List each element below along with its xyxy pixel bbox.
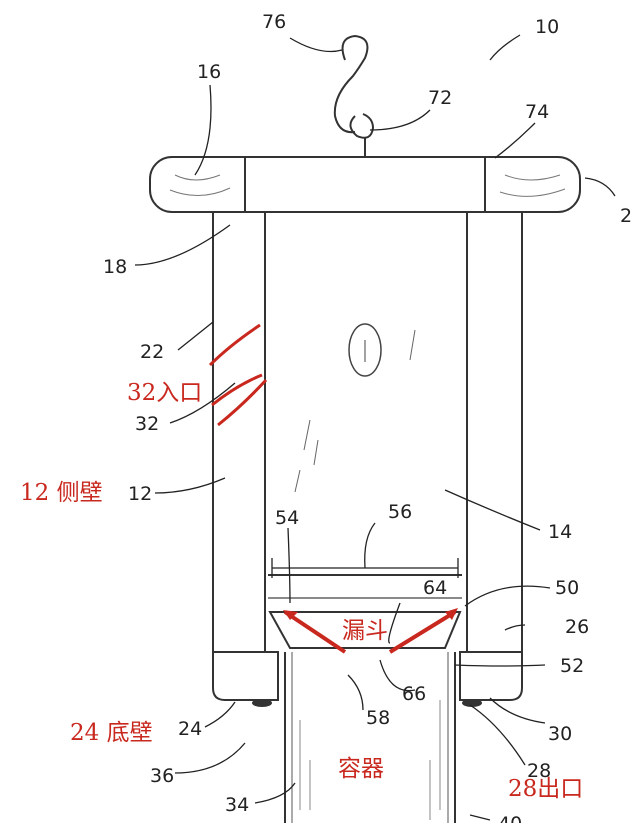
ref-74: 74 — [525, 101, 549, 123]
container-tube — [284, 652, 456, 823]
ref-34: 34 — [225, 794, 249, 816]
ref-24: 24 — [178, 718, 202, 740]
annotation-side-wall: 12 侧壁 — [20, 480, 103, 506]
ref-56: 56 — [388, 501, 412, 523]
annotation-entrance: 32入口 — [127, 380, 202, 406]
ref-16: 16 — [197, 61, 221, 83]
feet — [252, 699, 482, 707]
dimension-56 — [271, 522, 459, 578]
ref-32: 32 — [135, 413, 159, 435]
ref-76: 76 — [262, 11, 286, 33]
annotation-exit: 28出口 — [508, 776, 583, 802]
ref-58: 58 — [366, 707, 390, 729]
annotation-container: 容器 — [338, 756, 384, 782]
entrance-marks — [208, 323, 268, 427]
ref-72: 72 — [428, 87, 452, 109]
ref-54: 54 — [275, 507, 299, 529]
ref-66: 66 — [402, 683, 426, 705]
ref-52: 52 — [560, 655, 584, 677]
ref-22: 22 — [140, 341, 164, 363]
ref-12: 12 — [128, 483, 152, 505]
ref-30: 30 — [548, 723, 572, 745]
ref-18: 18 — [103, 256, 127, 278]
ref-64: 64 — [423, 577, 447, 599]
roof — [149, 156, 581, 213]
ref-36: 36 — [150, 765, 174, 787]
ref-50: 50 — [555, 577, 579, 599]
hanging-hook — [333, 34, 375, 157]
ref-40: 40 — [498, 813, 522, 823]
leader-lines — [134, 34, 616, 821]
right-side-wall — [466, 211, 523, 653]
ref-26: 26 — [565, 616, 589, 638]
reference-numerals: 76 10 16 72 74 2 18 22 32 12 54 56 14 64… — [103, 11, 632, 823]
annotation-funnel: 漏斗 — [342, 618, 388, 644]
bottom-wall — [212, 651, 523, 701]
left-side-wall — [212, 211, 266, 653]
ref-28: 28 — [527, 760, 551, 782]
red-annotations: 32入口 12 侧壁 漏斗 24 底壁 容器 28出口 — [20, 380, 583, 802]
annotation-bottom-wall: 24 底壁 — [70, 720, 153, 746]
ref-10: 10 — [535, 16, 559, 38]
ref-20: 2 — [620, 205, 632, 227]
ref-14: 14 — [548, 521, 572, 543]
interior-chamber — [268, 323, 462, 599]
